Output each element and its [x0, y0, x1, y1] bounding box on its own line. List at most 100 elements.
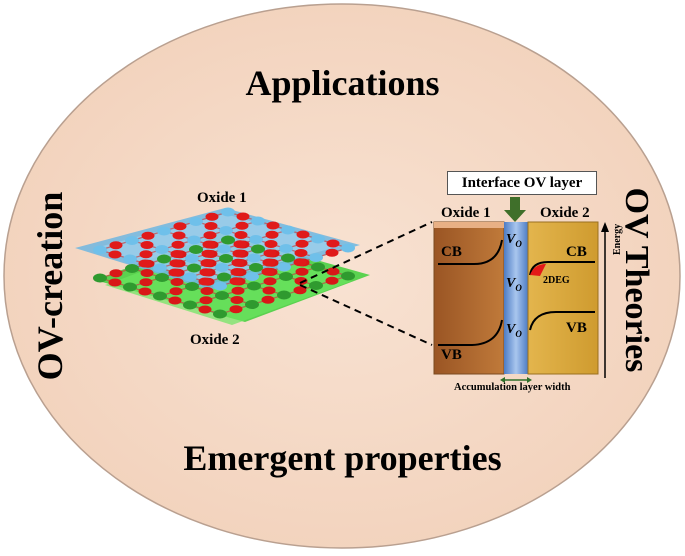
oxide1-oxygen-atom — [264, 240, 278, 248]
oxide1-oxygen-atom — [296, 230, 310, 239]
oxide1-oxygen-atom — [261, 267, 275, 276]
ov-creation-wrapper: OV-creation — [0, 0, 140, 551]
oxide2-atom — [213, 309, 227, 319]
oxide1-atom — [341, 243, 355, 253]
oxide1-atom — [279, 244, 293, 253]
oxide1-atom — [221, 207, 235, 217]
oxide1-oxygen-atom — [294, 249, 308, 257]
oxide1-atom — [247, 253, 261, 263]
oxide1-atom — [183, 272, 197, 282]
oxide2-atom — [123, 282, 137, 292]
oxide1-atom — [213, 281, 227, 291]
oxide2-oxygen-atom — [200, 287, 214, 295]
oxide2-oxygen-atom — [109, 269, 123, 278]
accumulation-width-label: Accumulation layer width — [454, 382, 571, 393]
oxide2-atom — [341, 271, 355, 281]
oxide2-atom — [279, 272, 293, 281]
oxide1-oxygen-atom — [172, 231, 186, 240]
band-oxide2-label: Oxide 2 — [540, 205, 590, 221]
oxide1-oxygen-atom — [108, 250, 122, 259]
oxide2-oxygen-atom — [294, 277, 308, 285]
zoom-line-bottom — [299, 284, 433, 346]
oxide2-oxygen-atom — [295, 267, 309, 276]
oxide1-oxygen-atom — [170, 250, 184, 258]
oxide1-oxygen-atom — [234, 231, 248, 239]
oxide2-atom — [249, 263, 263, 272]
oxide2-oxygen-atom — [263, 277, 277, 286]
vb-left-label: VB — [441, 347, 462, 363]
oxide1-atom — [155, 245, 169, 254]
oxide1-oxygen-atom — [139, 250, 153, 259]
vo-label-1: VO — [506, 232, 522, 249]
vo-label-3: VO — [506, 322, 522, 339]
oxide1-oxygen-atom — [199, 268, 213, 277]
vo-label-2: VO — [506, 276, 522, 293]
zoom-line-top — [299, 221, 433, 284]
oxide2-atom — [245, 300, 259, 309]
oxide2-atom — [247, 281, 261, 291]
oxide2-atom — [183, 300, 197, 310]
oxide2-oxygen-atom — [325, 276, 339, 285]
oxide1-oxygen-atom — [266, 221, 280, 230]
cb-left-curve — [438, 239, 503, 265]
oxide2-oxygen-atom — [169, 287, 183, 296]
emergent-properties-label: Emergent properties — [183, 438, 502, 478]
oxide1-atom — [187, 235, 201, 245]
oxide1-oxygen-atom — [109, 241, 123, 250]
oxide1-oxygen-atom — [173, 222, 187, 231]
ov-theories-label: OV Theories — [618, 187, 655, 373]
interface-ov-layer-label: Interface OV layer — [447, 171, 597, 195]
interface-arrow — [504, 197, 526, 222]
oxide2-atom — [215, 291, 229, 300]
oxide1-oxygen-atom — [235, 221, 249, 230]
ov-theories-wrapper: OV Theories — [560, 0, 685, 551]
energy-label: Energy — [612, 223, 623, 255]
oxide1-oxygen-atom — [141, 231, 155, 240]
oxide1-oxygen-atom — [200, 259, 214, 267]
oxide1-oxygen-atom — [233, 240, 247, 249]
oxide2-oxygen-atom — [138, 287, 152, 296]
oxide2-oxygen-atom — [229, 305, 243, 314]
vb-right-curve — [529, 311, 595, 331]
oxide1-oxygen-atom — [229, 277, 243, 286]
oxide1-atom — [215, 263, 229, 272]
oxide1-oxygen-atom — [293, 258, 307, 267]
oxide2-atom — [125, 264, 139, 273]
oxide2-oxygen-atom — [261, 295, 275, 304]
band-diagram — [433, 197, 609, 383]
cb-right-label: CB — [566, 244, 587, 260]
oxide1-oxygen-atom — [198, 277, 212, 286]
oxide2-oxygen-atom — [168, 296, 182, 305]
oxide1-atom — [219, 226, 233, 235]
oxide2-oxygen-atom — [199, 296, 213, 305]
vb-left-curve — [438, 319, 503, 346]
oxide2-atom — [311, 262, 325, 272]
oxide1-oxygen-atom — [171, 240, 185, 249]
band-oxide1-label: Oxide 1 — [441, 205, 491, 221]
oxide2-oxygen-atom — [170, 278, 184, 286]
oxide2-atom — [309, 281, 323, 290]
oxide1-oxygen-atom — [236, 212, 250, 221]
oxide2-atom — [221, 235, 235, 245]
oxide2-atom — [219, 254, 233, 263]
oxide1-atom — [189, 217, 203, 226]
oxide1-oxygen-atom — [325, 248, 339, 257]
oxide2-atom — [277, 290, 291, 300]
oxide1-atom — [281, 225, 295, 235]
oxide1-oxygen-atom — [205, 212, 219, 221]
oxide2-oxygen-atom — [108, 278, 122, 287]
oxide1-oxygen-atom — [168, 268, 182, 277]
oxide2-oxygen-atom — [198, 305, 212, 314]
oxide1-oxygen-atom — [295, 239, 309, 248]
oxide2-atom — [155, 273, 169, 282]
oxide2-oxygen-atom — [139, 278, 153, 287]
oxide1-atom — [277, 262, 291, 272]
oxide1-atom — [123, 254, 137, 264]
2deg-well — [530, 264, 546, 276]
oxide1-atom — [125, 236, 139, 245]
oxide2-atom — [281, 253, 295, 263]
oxide1-atom — [245, 272, 259, 281]
oxide2-atom — [251, 244, 265, 254]
oxide2-oxygen-atom — [231, 286, 245, 295]
